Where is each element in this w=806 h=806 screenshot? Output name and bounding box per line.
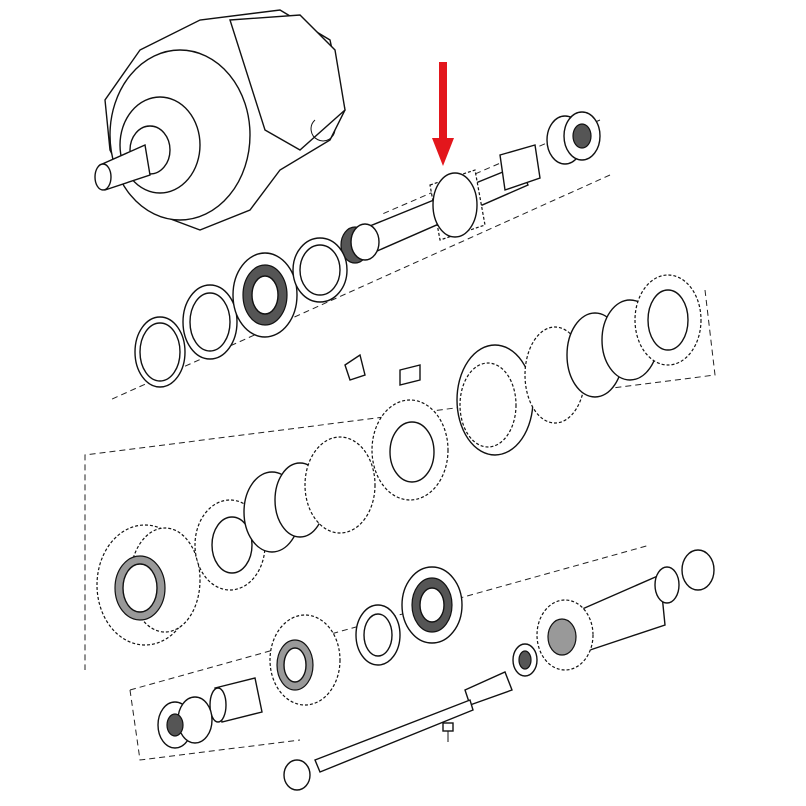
shift-sleeve [456,344,534,456]
transmission-housing [94,9,346,231]
output-gear-cluster [536,549,715,671]
roller-bearing-top [546,111,601,165]
bolt-screw [442,722,454,742]
needle-bearing-small [340,223,380,264]
spacer-ring [292,237,348,303]
needle-bearing-lower [512,643,538,677]
thrust-washer [355,604,401,666]
blocker-rings [524,274,702,424]
washer-ring [182,284,238,360]
sync-cone-rings [243,436,376,553]
snap-ring [134,316,186,388]
main-shaft [359,144,541,256]
countershaft-pin [283,699,474,791]
bushing-sleeve [209,677,263,723]
counter-gear [269,614,341,706]
ball-bearing [232,252,298,338]
large-gear [96,524,201,646]
roller-bearing-bottom [157,696,213,749]
highlight-arrow [432,62,454,166]
spacer-tube [464,671,513,706]
synchronizer-hub [344,353,449,501]
countershaft-ball-bearing [401,566,463,644]
